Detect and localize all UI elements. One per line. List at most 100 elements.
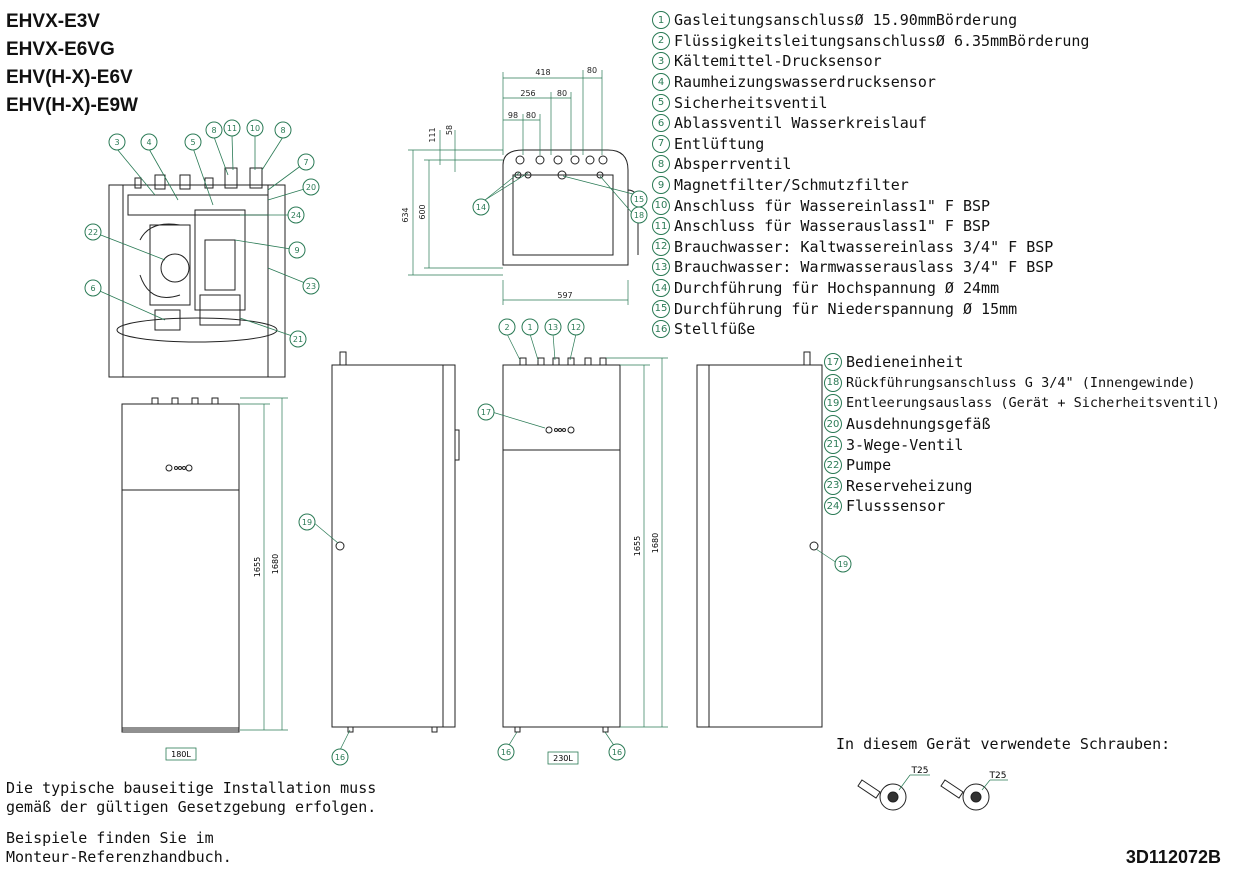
reference-note: Beispiele finden Sie im Monteur-Referenz… xyxy=(6,829,232,866)
height-label-1680: 1680 xyxy=(271,554,280,574)
callout-number: 18 xyxy=(824,373,842,392)
callout-number: 4 xyxy=(652,73,670,92)
callout-number: 24 xyxy=(824,497,842,516)
screw-tag: T25 xyxy=(989,771,1007,781)
callout-number: 9 xyxy=(652,176,670,195)
legend-text: Raumheizungswasserdrucksensor xyxy=(674,73,936,92)
tank-label-180l: 180L xyxy=(171,750,191,759)
svg-text:15: 15 xyxy=(634,195,644,204)
svg-text:21: 21 xyxy=(293,335,303,344)
top-view xyxy=(502,149,639,266)
dim-label: 111 xyxy=(428,127,437,142)
svg-text:3: 3 xyxy=(114,138,119,147)
dim-label: 80 xyxy=(557,89,567,98)
svg-text:16: 16 xyxy=(501,748,511,757)
svg-text:19: 19 xyxy=(838,560,848,569)
top-view-dimension-labels: 418 80 256 80 98 80 111 58 634 600 597 xyxy=(401,66,597,300)
legend-text: Kältemittel-Drucksensor xyxy=(674,52,882,71)
svg-text:5: 5 xyxy=(190,138,195,147)
svg-text:18: 18 xyxy=(634,211,644,220)
callout-number: 12 xyxy=(652,237,670,256)
svg-text:11: 11 xyxy=(227,124,237,133)
legend-text: FlüssigkeitsleitungsanschlussØ 6.35mmBör… xyxy=(674,31,1090,50)
screws-label: In diesem Gerät verwendete Schrauben: xyxy=(836,735,1171,753)
model-list: EHVX-E3V EHVX-E6VG EHV(H-X)-E6V EHV(H-X)… xyxy=(6,8,138,120)
tank-badge-230l xyxy=(547,751,579,765)
dim-label: 98 xyxy=(508,111,518,120)
svg-text:9: 9 xyxy=(294,246,299,255)
callout-number: 22 xyxy=(824,456,842,475)
side-view-left xyxy=(331,351,460,733)
legend-text: Magnetfilter/Schmutzfilter xyxy=(674,176,909,195)
legend-text: Reserveheizung xyxy=(846,476,973,495)
svg-text:2: 2 xyxy=(504,323,509,332)
callout-number: 19 xyxy=(824,394,842,413)
legend-text: Sicherheitsventil xyxy=(674,93,828,112)
height-label-1680: 1680 xyxy=(651,533,660,553)
svg-text:24: 24 xyxy=(291,211,301,220)
dim-label: 256 xyxy=(520,89,535,98)
legend-text: Stellfüße xyxy=(674,320,756,339)
callout-number: 23 xyxy=(824,476,842,495)
legend-text: Ablassventil Wasserkreislauf xyxy=(674,114,927,133)
front-view-230l-dimensions xyxy=(491,333,668,751)
svg-text:17: 17 xyxy=(481,408,491,417)
callout-number: 16 xyxy=(652,320,670,339)
legend-text: Absperrventil xyxy=(674,155,792,174)
callout-number: 2 xyxy=(652,31,670,50)
tank-badge-180l xyxy=(165,747,197,761)
front-view-230l xyxy=(502,357,621,733)
callout-number: 13 xyxy=(652,258,670,277)
screw-tag: T25 xyxy=(911,766,929,776)
legend-text: Entlüftung xyxy=(674,134,765,153)
callout-number: 6 xyxy=(652,114,670,133)
side-view-left-markers: 19 16 xyxy=(298,513,349,766)
dim-label: 418 xyxy=(535,68,550,77)
svg-text:4: 4 xyxy=(146,138,151,147)
svg-text:22: 22 xyxy=(88,228,98,237)
height-label-1655: 1655 xyxy=(253,557,262,577)
legend-text: Brauchwasser: Warmwasserauslass 3/4" F B… xyxy=(674,258,1054,277)
callout-number: 5 xyxy=(652,93,670,112)
callout-number: 1 xyxy=(652,11,670,30)
screw-leaders xyxy=(898,774,1008,791)
callout-number: 21 xyxy=(824,435,842,454)
legend-text: GasleitungsanschlussØ 15.90mmBörderung xyxy=(674,11,1018,30)
top-view-dimensions xyxy=(408,70,634,305)
dim-label: 58 xyxy=(445,125,454,135)
height-label-1655: 1655 xyxy=(633,536,642,556)
model-name: EHV(H-X)-E9W xyxy=(6,95,138,116)
svg-text:23: 23 xyxy=(306,282,316,291)
internal-view-leaders xyxy=(92,134,312,339)
svg-text:7: 7 xyxy=(303,158,308,167)
tank-label-230l: 230L xyxy=(553,754,573,763)
callout-number: 20 xyxy=(824,415,842,434)
legend-text: Flusssensor xyxy=(846,497,946,516)
side-view-right-markers: 19 xyxy=(834,555,852,573)
svg-text:8: 8 xyxy=(280,126,285,135)
document-number: 3D112072B xyxy=(1125,847,1221,867)
callout-number: 10 xyxy=(652,196,670,215)
legend-text: Pumpe xyxy=(846,456,892,475)
model-name: EHVX-E3V xyxy=(6,11,100,32)
legend-text: Anschluss für Wasserauslass1" F BSP xyxy=(674,217,991,236)
